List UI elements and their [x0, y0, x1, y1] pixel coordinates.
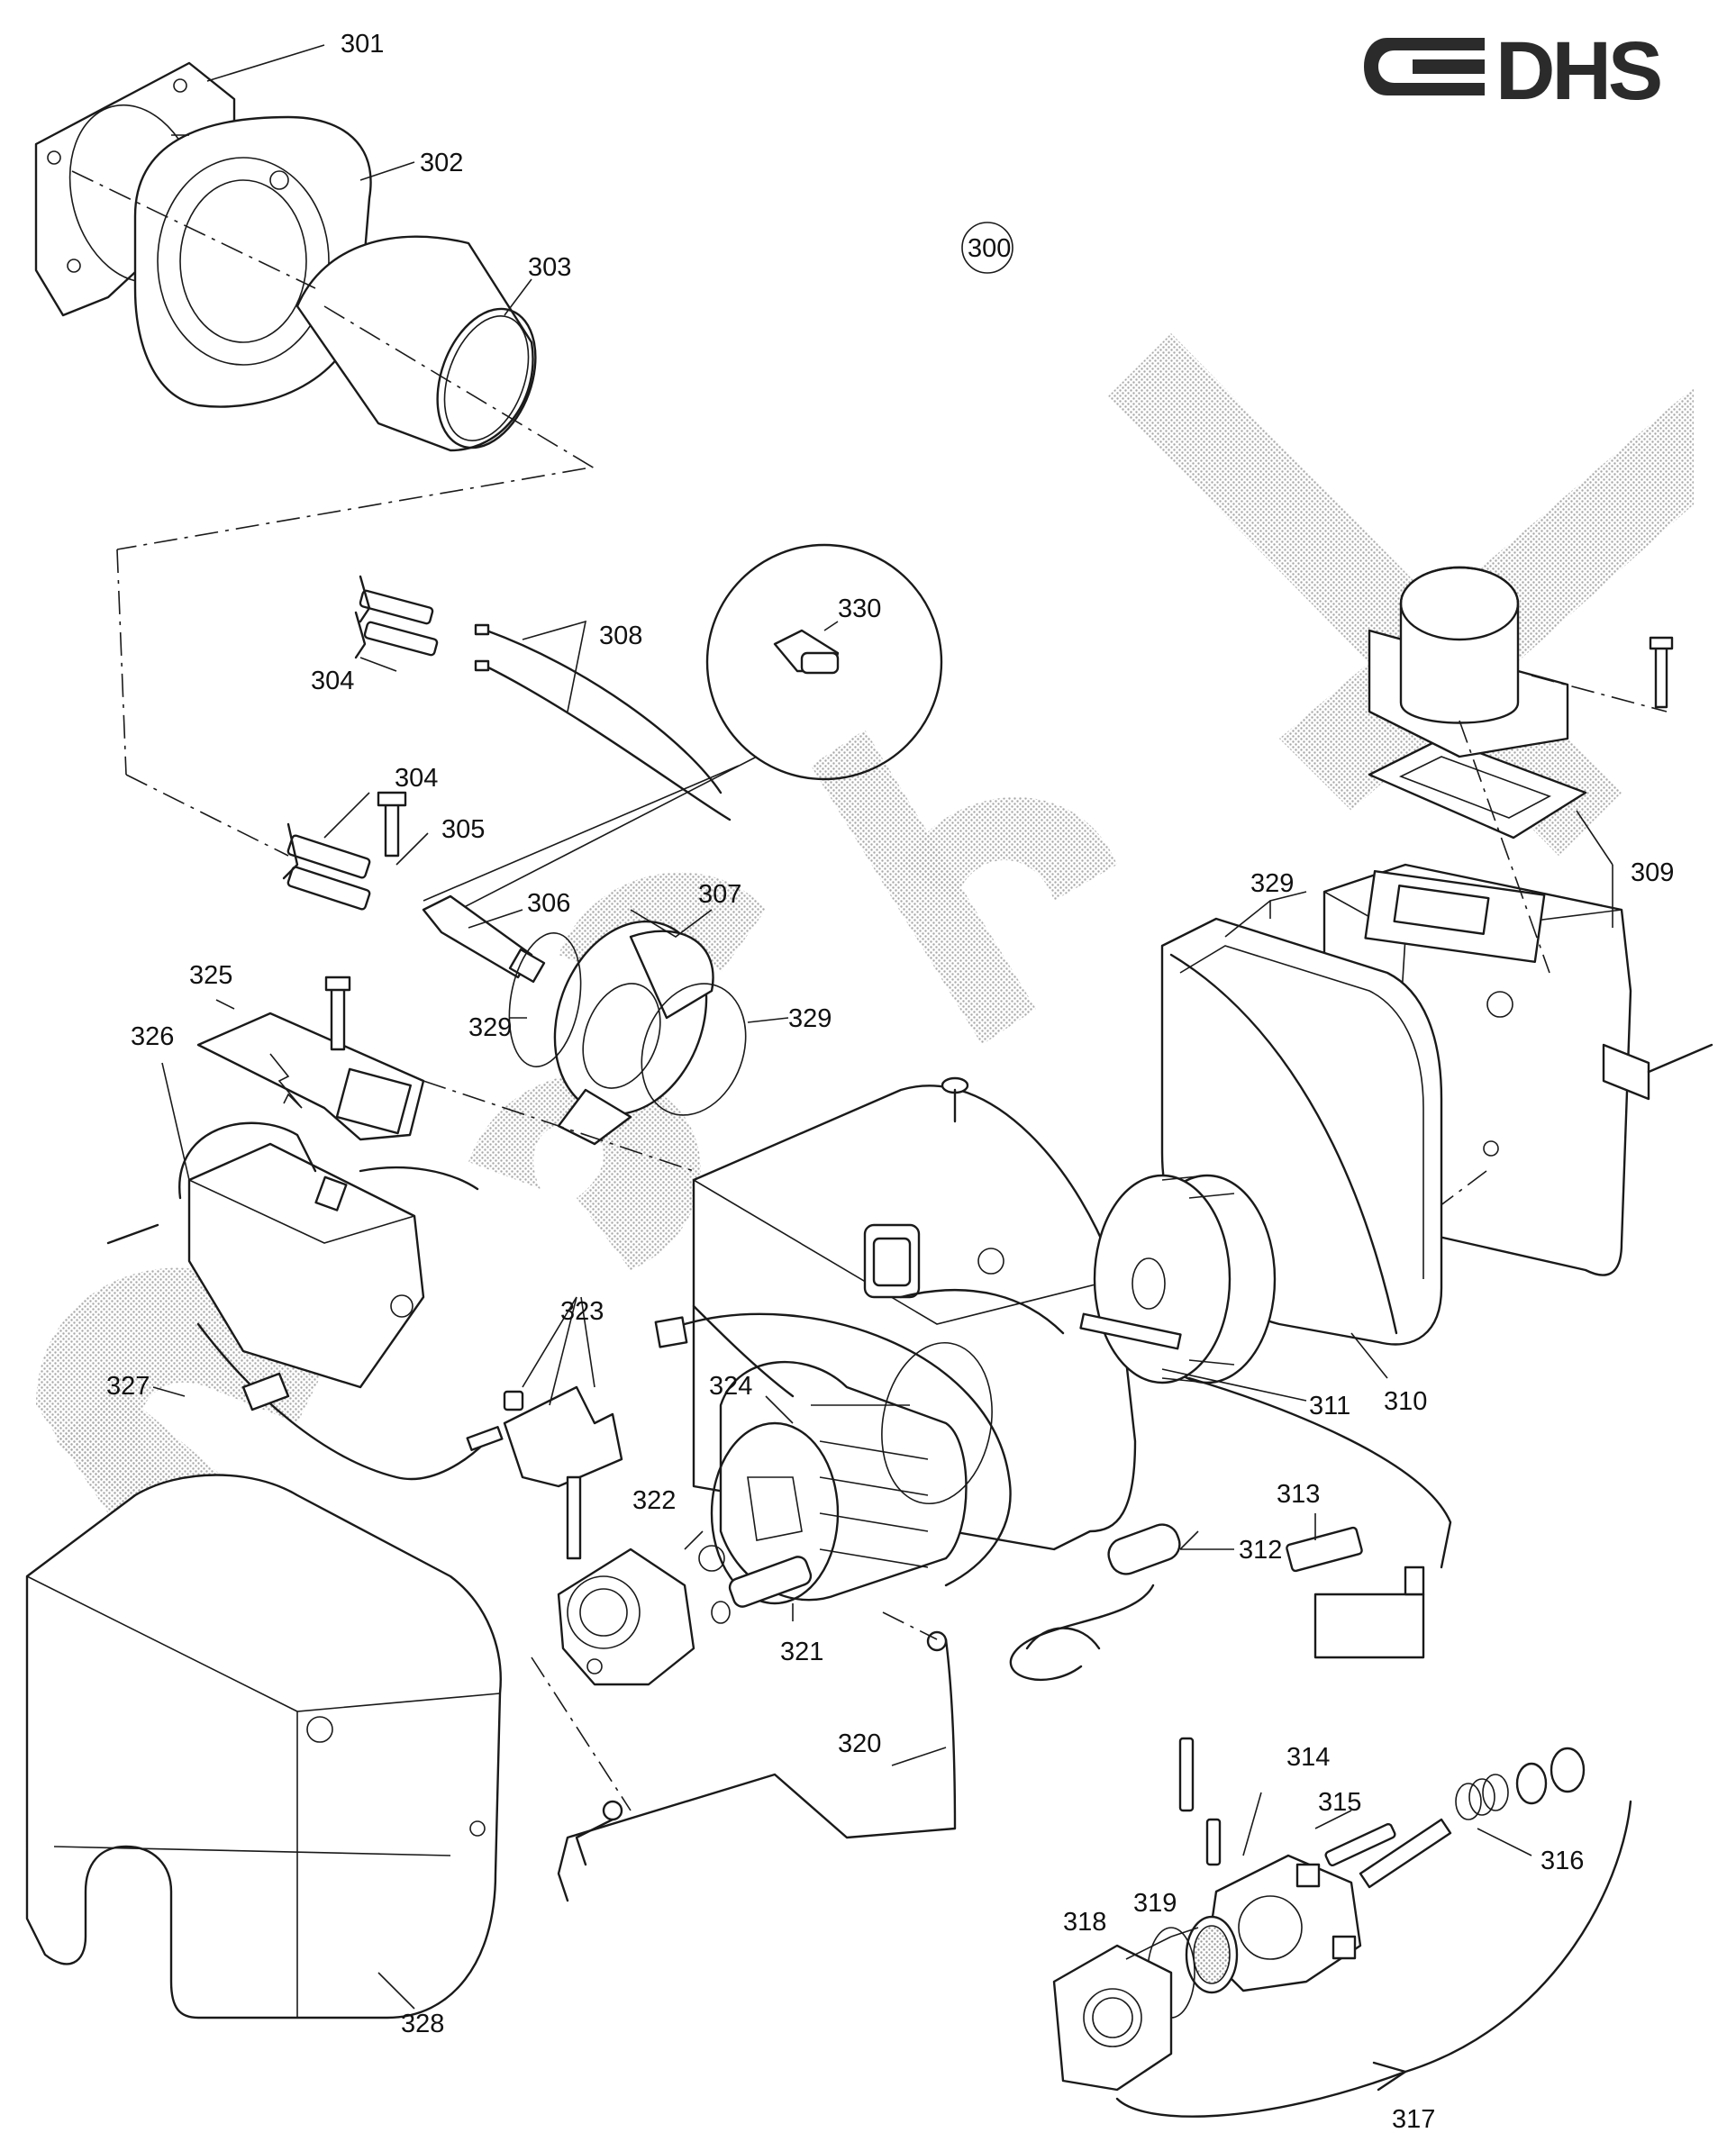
nozzle-detail — [705, 543, 943, 781]
side-screw — [1647, 1043, 1713, 1074]
turbulator — [553, 920, 714, 1146]
air-intake-spigot — [1368, 566, 1569, 758]
label-306: 306 — [527, 889, 570, 918]
control-box-cover — [196, 1012, 425, 1141]
pump-kit-bracket — [1115, 1800, 1632, 2118]
valve-springs — [1455, 1747, 1586, 1820]
label-310: 310 — [1384, 1387, 1427, 1416]
label-330: 330 — [838, 594, 881, 623]
brand-name: DHS — [1495, 25, 1660, 117]
intake-screw — [1649, 636, 1674, 709]
fan-wheel — [1093, 1174, 1277, 1384]
air-intake-gasket — [1368, 737, 1587, 840]
photocell — [196, 1322, 504, 1480]
capacitor — [1107, 1523, 1181, 1575]
label-325: 325 — [189, 961, 232, 990]
assembly-number: 300 — [968, 234, 1011, 263]
blast-tube — [295, 235, 537, 452]
label-329-right: 329 — [1250, 869, 1294, 898]
nozzle-holder — [422, 894, 546, 984]
pump-coupling — [698, 1545, 813, 1624]
label-307: 307 — [698, 880, 741, 909]
label-315: 315 — [1318, 1788, 1361, 1817]
label-304-upper: 304 — [311, 667, 354, 695]
regulating-valve — [1324, 1818, 1452, 1889]
label-305: 305 — [441, 815, 485, 844]
label-301: 301 — [341, 30, 384, 59]
label-323: 323 — [560, 1297, 604, 1326]
label-329-left: 329 — [468, 1013, 512, 1042]
label-320: 320 — [838, 1729, 881, 1758]
solenoid-valve — [503, 1385, 623, 1488]
label-302: 302 — [420, 149, 463, 177]
clamp-screw — [377, 791, 407, 858]
oil-pump — [557, 1475, 695, 1686]
label-312: 312 — [1239, 1536, 1282, 1565]
label-321: 321 — [780, 1638, 823, 1666]
label-324: 324 — [709, 1372, 752, 1401]
pump-fittings — [1178, 1737, 1222, 1866]
label-326: 326 — [131, 1022, 174, 1051]
label-303: 303 — [528, 253, 571, 282]
label-317: 317 — [1392, 2105, 1435, 2134]
gasket-ring — [508, 932, 747, 1116]
coupling-shaft — [1079, 1312, 1182, 1350]
label-319: 319 — [1133, 1889, 1177, 1918]
part-labels: 301 302 303 304 308 330 304 305 306 307 … — [106, 30, 1674, 2134]
label-327: 327 — [106, 1372, 150, 1401]
label-316: 316 — [1541, 1847, 1584, 1875]
ignition-electrodes-upper — [354, 575, 439, 659]
label-328: 328 — [401, 2010, 444, 2038]
control-box — [178, 1121, 479, 1389]
label-304-lower: 304 — [395, 764, 438, 793]
label-311: 311 — [1309, 1392, 1350, 1420]
housing-screw — [941, 1076, 969, 1123]
motor — [710, 1341, 993, 1605]
burner-hood — [25, 1474, 502, 2019]
ignition-cables — [474, 623, 732, 821]
pump-body — [1205, 1854, 1362, 1992]
label-314: 314 — [1286, 1743, 1330, 1772]
screw-326 — [106, 1223, 159, 1245]
ignition-electrodes-lower — [282, 822, 371, 911]
pump-cover — [1052, 1944, 1173, 2092]
assembly-number-badge — [961, 222, 1013, 274]
motor-cable — [654, 1304, 1012, 1587]
air-intake-box — [1322, 863, 1650, 1276]
screw-325 — [324, 976, 351, 1051]
label-322: 322 — [632, 1486, 676, 1515]
plug-connector — [1286, 1526, 1425, 1659]
dhs-logo — [1364, 38, 1485, 95]
label-309: 309 — [1631, 858, 1674, 887]
label-329-mid: 329 — [788, 1004, 832, 1033]
label-318: 318 — [1063, 1908, 1106, 1937]
pump-filter — [1147, 1915, 1239, 2019]
label-308: 308 — [599, 622, 642, 650]
label-313: 313 — [1277, 1480, 1320, 1509]
